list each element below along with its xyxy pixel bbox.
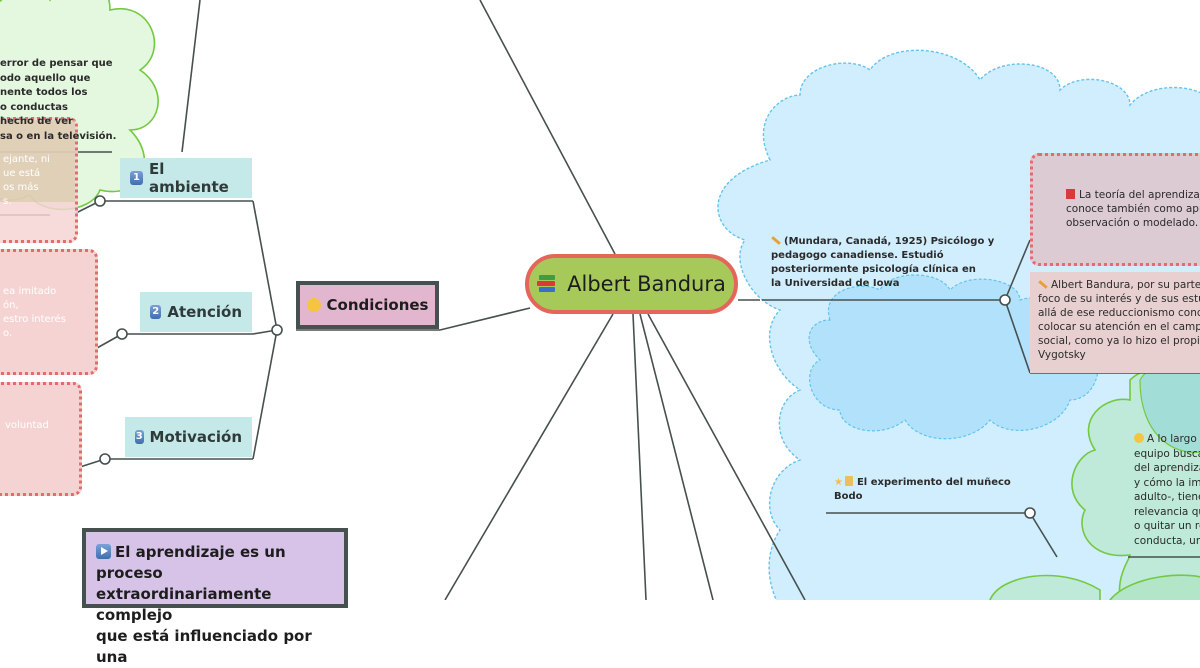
atencion-note-line: estro interés (3, 314, 66, 325)
topic-atencion[interactable]: 2 Atención (140, 292, 252, 332)
experiment-note-line: equipo busca (1134, 447, 1200, 460)
slightly-smiling-face-icon (306, 298, 321, 312)
connector-root-bottom-2 (632, 313, 647, 600)
keycap-3-icon: 3 (135, 430, 144, 444)
motivacion-note-line: voluntad (5, 420, 49, 431)
bio-topic[interactable]: (Mundara, Canadá, 1925) Psicólogo y peda… (771, 235, 1001, 291)
experiment-note-line: A lo largo (1147, 433, 1197, 445)
topic-label: El ambiente (148, 160, 229, 196)
topic-condiciones[interactable]: Condiciones (296, 281, 439, 329)
node-handle (99, 453, 111, 465)
bio-line: (Mundara, Canadá, 1925) Psicólogo y (784, 236, 995, 247)
left-cloud-line: error de pensar que (0, 58, 113, 69)
topic-label: Motivación (149, 428, 242, 446)
slightly-smiling-face-icon (1134, 433, 1144, 443)
connector-root-bottom-1 (444, 313, 614, 600)
left-cloud-line: o conductas (0, 101, 68, 113)
ambiente-note-line: ue está (3, 168, 41, 179)
atencion-note-line: ón, (3, 300, 19, 311)
intro-line: extraordinariamente complejo (96, 585, 272, 624)
ambiente-note[interactable]: ejante, ni ue está os más s. (0, 117, 78, 243)
node-handle (999, 294, 1011, 306)
experiment-topic[interactable]: ★ El experimento del muñeco Bodo (834, 476, 1024, 504)
experiment-line: Bodo (834, 491, 863, 502)
pencil-icon (1038, 280, 1048, 289)
node-handle (116, 328, 128, 340)
atencion-note[interactable]: ea imitado ón, estro interés o. (0, 249, 98, 375)
bandura-note[interactable]: Albert Bandura, por su parte, foco de su… (1030, 272, 1200, 373)
scroll-icon (844, 476, 853, 486)
experiment-line: El experimento del muñeco (856, 477, 1011, 488)
bio-line: posteriormente psicología clínica en (771, 264, 976, 275)
experiment-note-line: adulto-, tiene (1134, 491, 1200, 503)
topic-label: Condiciones (326, 296, 429, 314)
bandura-line: Albert Bandura, por su parte, (1051, 279, 1200, 291)
connector-root-top (479, 0, 616, 255)
atencion-note-line: ea imitado (3, 286, 57, 297)
intro-topic[interactable]: El aprendizaje es un proceso extraordina… (82, 528, 348, 666)
central-topic-label: Albert Bandura (567, 272, 726, 296)
topic-label: Atención (167, 303, 242, 321)
keycap-1-icon: 1 (130, 171, 143, 185)
left-cloud-line: nente todos los (0, 87, 88, 98)
experiment-note-line: o quitar un re (1134, 520, 1200, 532)
theory-line: La teoría del aprendizaje (1079, 189, 1200, 201)
node-handle (1024, 507, 1036, 519)
ambiente-note-line: ejante, ni (3, 154, 50, 165)
bio-line: la Universidad de Iowa (771, 278, 900, 289)
left-cloud-line: odo aquello que (0, 72, 91, 84)
keycap-2-icon: 2 (150, 305, 162, 319)
pencil-icon (771, 236, 781, 245)
connector-root-bottom-4 (647, 313, 806, 600)
node-handle (94, 195, 106, 207)
experiment-note-line: del aprendiza (1134, 462, 1200, 474)
connector-left-cloud (181, 0, 201, 153)
left-cloud-line: hecho de ver (0, 116, 73, 127)
connector-nodes (94, 195, 1036, 519)
bandura-line: colocar su atención en el campo (1038, 321, 1200, 333)
bandura-line: social, como ya lo hizo el propio (1038, 335, 1200, 347)
experiment-note-line: conducta, un (1134, 534, 1200, 547)
topic-motivacion[interactable]: 3 Motivación (125, 417, 252, 457)
red-book-icon (1066, 189, 1075, 199)
atencion-note-line: o. (3, 328, 13, 339)
topic-el-ambiente[interactable]: 1 El ambiente (120, 158, 252, 198)
bio-line: pedagogo canadiense. Estudió (771, 250, 944, 261)
play-button-icon (96, 544, 111, 559)
left-cloud-text[interactable]: error de pensar que odo aquello que nent… (0, 57, 116, 144)
motivacion-note[interactable]: voluntad (0, 382, 82, 496)
experiment-note[interactable]: A lo largo equipo busca del aprendiza y … (1134, 432, 1200, 548)
experiment-note-line: y cómo la imi (1134, 476, 1200, 489)
ambiente-note-line: os más (3, 182, 39, 193)
connector-root-conditions (439, 307, 531, 331)
bandura-line: foco de su interés y de sus estu (1038, 293, 1200, 305)
books-icon (537, 275, 557, 293)
bandura-line: allá de ese reduccionismo condu (1038, 307, 1200, 319)
theory-line: conoce también como apre (1066, 203, 1200, 215)
theory-line: observación o modelado. (1066, 217, 1199, 229)
theory-note[interactable]: La teoría del aprendizaje conoce también… (1030, 153, 1200, 266)
bandura-line: Vygotsky (1038, 349, 1086, 361)
central-topic[interactable]: Albert Bandura (525, 254, 738, 314)
star-icon: ★ (834, 477, 843, 488)
intro-line: que está influenciado por una (96, 627, 312, 666)
intro-line: El aprendizaje es un proceso (96, 543, 286, 582)
ambiente-note-line: s. (3, 196, 12, 207)
connector-root-bottom-3 (639, 313, 714, 600)
experiment-note-line: relevancia qu (1134, 505, 1200, 518)
node-handle (271, 324, 283, 336)
left-cloud-line: sa o en la televisión. (0, 130, 117, 142)
